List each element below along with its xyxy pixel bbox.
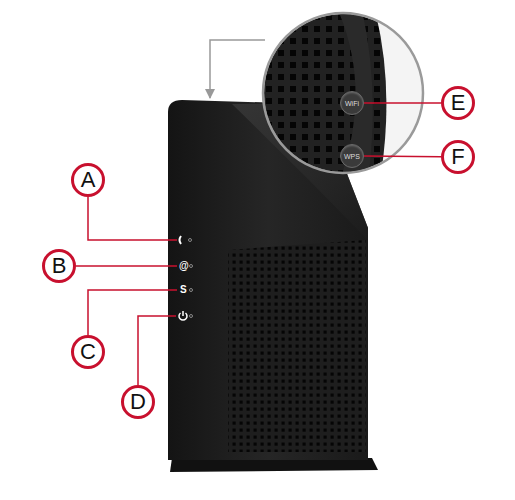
led-symbol: S (180, 285, 187, 295)
device-button: WPS (340, 144, 364, 168)
zoom-inset (260, 10, 430, 180)
callout-letter: F (451, 146, 464, 168)
led-symbol: @ (179, 261, 189, 271)
callout-letter: E (451, 92, 466, 114)
callout-circle: F (441, 140, 475, 174)
callout-circle: A (71, 163, 105, 197)
led-icons (179, 236, 192, 320)
callout-letter: D (130, 391, 146, 413)
callout-letter: C (80, 341, 96, 363)
leader-lines (76, 197, 177, 385)
leader-line (364, 102, 441, 104)
vent-grill (228, 240, 368, 455)
callout-circle: E (441, 86, 475, 120)
zoom-circle (263, 13, 423, 173)
button-label: WiFi (345, 100, 359, 107)
device-button: WiFi (340, 91, 364, 115)
stand (170, 458, 378, 472)
callout-circle: C (71, 335, 105, 369)
zoom-pointer (210, 40, 265, 98)
button-label: WPS (344, 153, 360, 160)
callout-letter: A (81, 169, 96, 191)
leader-line (364, 155, 441, 157)
callout-circle: B (42, 249, 76, 283)
callout-circle: D (121, 385, 155, 419)
callout-letter: B (52, 255, 67, 277)
